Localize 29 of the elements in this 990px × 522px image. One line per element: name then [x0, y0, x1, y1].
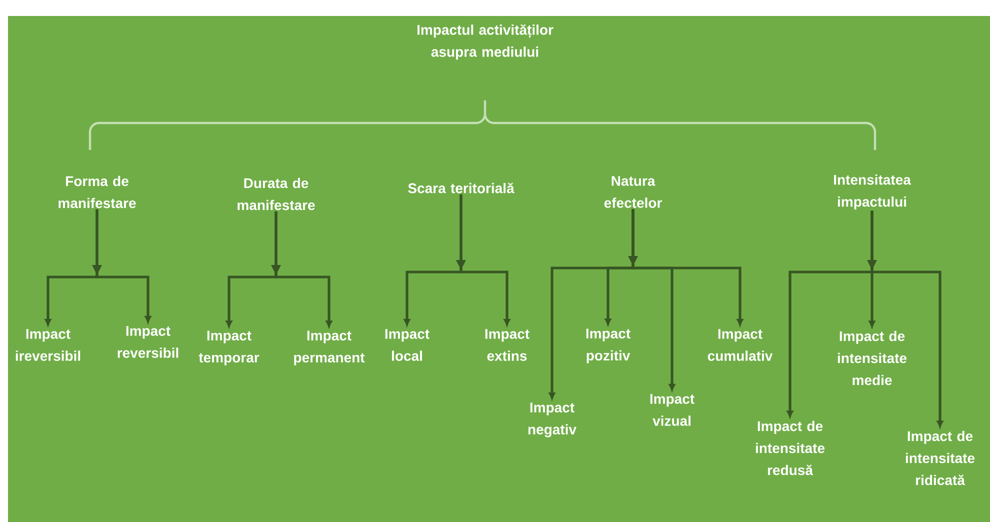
category-text: Forma de manifestare	[58, 176, 136, 208]
item-text: Impact de intensitate ridicată	[906, 430, 975, 486]
arrowhead	[628, 256, 638, 266]
item-text: Impact extins	[485, 329, 530, 361]
arrowhead	[92, 265, 102, 275]
arrowhead	[271, 265, 281, 275]
category-text: Scara teritorială	[408, 182, 514, 194]
item-text: Impact de intensitate redusă	[756, 420, 825, 476]
item-text: Impact vizual	[650, 394, 694, 426]
item-text: Impact cumulativ	[708, 329, 773, 361]
arrow	[460, 194, 510, 326]
arrow	[96, 209, 152, 323]
arrow	[632, 209, 744, 326]
item-text: Impact reversibil	[118, 326, 178, 358]
item-text: Impact de intensitate medie	[838, 330, 907, 386]
heading-text: Impactul activităților asupra mediului	[417, 24, 554, 60]
arrow	[274, 211, 332, 328]
category-text: Natura efectelor	[604, 176, 662, 208]
item-text: Impact local	[385, 329, 430, 361]
category-text: Durata de manifestare	[238, 178, 315, 210]
category-text: Intensitatea impactului	[834, 174, 911, 210]
arrowhead	[456, 260, 466, 270]
item-text: Impact permanent	[294, 330, 365, 366]
item-text: Impact temporar	[198, 330, 260, 366]
item-text: Impact pozitiv	[586, 328, 630, 364]
item-text: Impact negativ	[528, 402, 576, 438]
item-text: Impact ireversibil	[16, 329, 80, 361]
arrowhead	[867, 260, 877, 270]
arrow	[870, 210, 944, 428]
